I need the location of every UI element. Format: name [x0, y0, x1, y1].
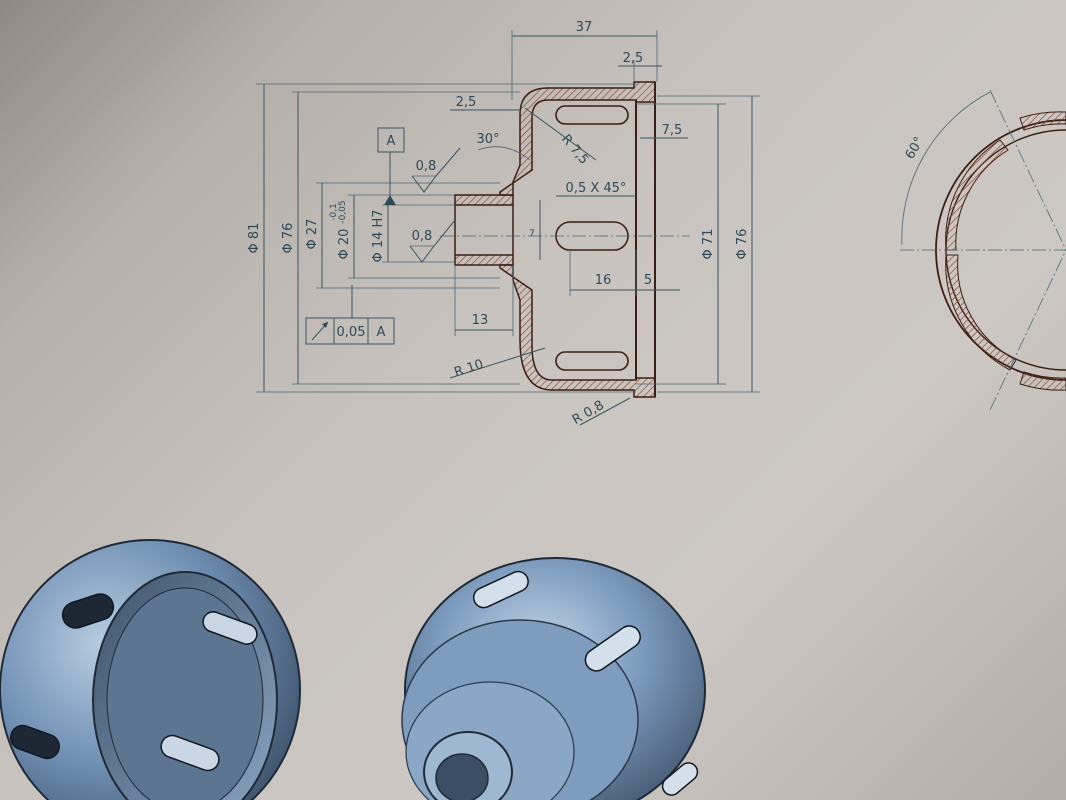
- dim-13: 13: [472, 313, 489, 328]
- dim-5: 5: [644, 273, 652, 288]
- dim-r-10: R 10: [452, 357, 485, 380]
- dim-dia-20-tol-lower: -0,05: [338, 200, 348, 223]
- render-left: [0, 539, 301, 800]
- dim-dia-27: Φ 27: [305, 219, 320, 250]
- dim-dia-20-tol-upper: -0,1: [329, 203, 339, 221]
- dim-dia-20: Φ 20: [337, 229, 352, 260]
- render-right: [401, 557, 706, 800]
- tolerance-value: 0,05: [337, 325, 366, 340]
- hub-section: [454, 194, 514, 266]
- dim-dia-76-right: Φ 76: [735, 229, 750, 260]
- dim-dia-71: Φ 71: [701, 229, 716, 260]
- roughness-2: 0,8: [412, 229, 433, 244]
- dim-angle-30: 30°: [476, 132, 499, 147]
- datum-box: [377, 127, 405, 153]
- slot-bottom: [555, 351, 629, 371]
- cross-section: [440, 81, 690, 398]
- dim-37: 37: [576, 20, 593, 35]
- dim-7: 7: [529, 229, 535, 239]
- dimension-lines: [256, 30, 760, 426]
- roughness-1: 0,8: [416, 159, 437, 174]
- dim-dia-81: Φ 81: [247, 223, 262, 254]
- dim-angle-60: 60°: [903, 135, 928, 162]
- slot-top: [555, 105, 629, 125]
- dim-dia-76-left: Φ 76: [281, 223, 296, 254]
- end-view: [900, 89, 1066, 411]
- tolerance-datum: A: [377, 325, 386, 340]
- datum-label: A: [387, 134, 396, 149]
- dim-16: 16: [595, 273, 612, 288]
- dim-2-5-top: 2,5: [623, 51, 644, 66]
- dim-r-7-5: R 7,5: [558, 132, 591, 168]
- dim-r-0-8: R 0,8: [570, 398, 607, 428]
- dimension-texts: 37 2,5 2,5 30° R 7,5 7,5 0,5 X 45° 7 16 …: [247, 20, 927, 428]
- hatched-wall-top: [499, 81, 656, 196]
- dim-7-5: 7,5: [662, 123, 683, 138]
- tolerance-frame: 0,05 A: [305, 317, 395, 345]
- hatched-wall-bottom: [499, 264, 656, 398]
- dim-chamfer: 0,5 X 45°: [566, 181, 627, 196]
- dim-dia-14: Φ 14 H7: [371, 209, 386, 262]
- dim-2-5-left: 2,5: [456, 95, 477, 110]
